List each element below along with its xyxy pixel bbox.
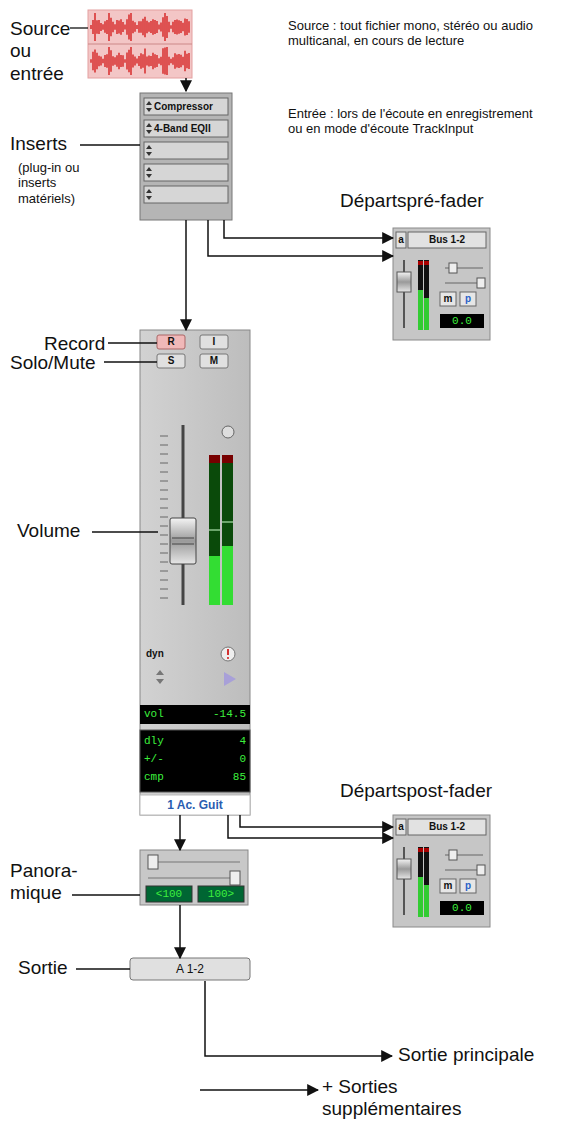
button-label: a [396, 232, 406, 248]
part-label: Départspost-fader [340, 780, 565, 802]
button-label: a [396, 819, 406, 835]
source-label: Source ou entrée [10, 18, 90, 85]
button-label: R [157, 335, 185, 349]
button-label: Compressor [154, 98, 224, 115]
display-value: 4 [196, 732, 246, 750]
button-label: dyn [146, 646, 182, 662]
button-label: I [200, 335, 228, 349]
note-text: (plug-in ou inserts matériels) [18, 160, 94, 206]
display-value: dly [144, 732, 178, 750]
display-value: vol [144, 705, 178, 724]
signal-arrow [208, 220, 393, 256]
display-value: -14.5 [196, 705, 246, 724]
button-label: 4-Band EQII [154, 120, 224, 137]
display-value: 0.0 [440, 901, 484, 915]
pan-panel: <100 100> [140, 850, 248, 905]
display-value: 85 [196, 768, 246, 786]
part-label: Sortie [18, 957, 76, 979]
signal-arrow [179, 905, 181, 958]
note-text: Source : tout fichier mono, stéréo ou au… [288, 18, 563, 49]
part-label: Inserts [10, 133, 80, 155]
output-label: Sortie principale [398, 1044, 566, 1066]
track-name: 1 Ac. Guit [140, 795, 250, 815]
display-value: <100 [146, 886, 192, 902]
display-value: +/- [144, 750, 178, 768]
part-label: Volume [17, 520, 92, 542]
button-label: S [157, 354, 185, 368]
button-label: m [440, 292, 456, 306]
output-label: + Sorties supplémentaires [322, 1076, 482, 1121]
button-label: p [460, 879, 476, 893]
signal-arrow [185, 220, 187, 330]
button-label: m [440, 879, 456, 893]
display-value: 0 [196, 750, 246, 768]
button-label: M [200, 354, 228, 368]
display-value: 0.0 [440, 314, 484, 328]
channel-strip: R I S Mdyn vol -14.5 dly 4 +/- 0 cmp 85 1 Ac. Guit [140, 330, 250, 815]
display-value: cmp [144, 768, 178, 786]
output-name: A 1-2 [130, 958, 250, 980]
signal-arrow [179, 815, 181, 850]
note-text: Entrée : lors de l'écoute en enregistrem… [288, 106, 550, 137]
part-label: Solo/Mute [10, 352, 104, 374]
insert-panel: Compressor 4-Band EQII [140, 93, 232, 220]
signal-arrow [240, 815, 393, 827]
send-panel: aBus 1-2 mp 0.0 [393, 815, 490, 927]
signal-arrow [224, 220, 393, 238]
output-selector: A 1-2 [130, 958, 250, 980]
part-label: Panora- mique [10, 860, 86, 905]
display-value: 100> [198, 886, 244, 902]
button-label: Bus 1-2 [408, 819, 486, 835]
button-label: p [460, 292, 476, 306]
button-label: Bus 1-2 [408, 232, 486, 248]
signal-arrow [228, 815, 393, 838]
part-label: Départspré-fader [340, 190, 565, 212]
send-panel: aBus 1-2 mp 0.0 [393, 228, 490, 340]
